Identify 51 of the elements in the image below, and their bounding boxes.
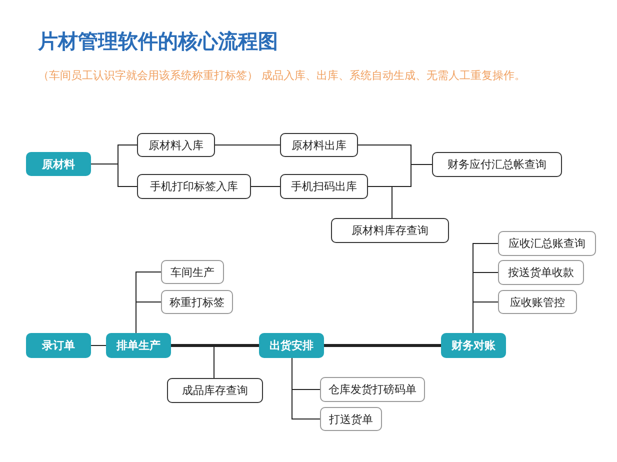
process-step-box bbox=[26, 152, 91, 176]
function-box bbox=[280, 174, 368, 199]
function-box bbox=[498, 260, 584, 285]
process-step-box bbox=[106, 333, 171, 358]
node-label: 原材料出库 bbox=[292, 138, 346, 152]
function-box bbox=[498, 290, 577, 314]
function-box bbox=[320, 377, 425, 402]
connector-line bbox=[250, 186, 280, 187]
connector-line bbox=[170, 345, 214, 378]
node-label: 成品库存查询 bbox=[182, 383, 248, 398]
node-label: 财务应付汇总帐查询 bbox=[448, 157, 546, 172]
node-label: 排单生产 bbox=[116, 338, 160, 353]
function-box bbox=[167, 378, 263, 403]
function-box bbox=[137, 133, 215, 157]
function-box bbox=[331, 218, 449, 243]
node-label: 按送货单收款 bbox=[508, 265, 574, 280]
connector-line bbox=[368, 186, 392, 218]
function-box bbox=[280, 133, 358, 157]
function-box bbox=[320, 407, 382, 431]
connector-line bbox=[214, 144, 280, 146]
function-box bbox=[161, 290, 233, 314]
node-label: 手机扫码出库 bbox=[291, 179, 357, 194]
function-box bbox=[498, 231, 596, 256]
function-box bbox=[137, 174, 251, 199]
node-label: 应收汇总账查询 bbox=[508, 236, 586, 251]
function-box bbox=[161, 260, 224, 284]
node-label: 车间生产 bbox=[170, 264, 214, 280]
node-label: 财务对账 bbox=[452, 338, 496, 353]
connector-line bbox=[90, 164, 138, 187]
process-step-box bbox=[259, 333, 324, 358]
connector-line bbox=[292, 358, 320, 420]
node-label: 原材料库存查询 bbox=[352, 223, 428, 238]
connector-line bbox=[171, 344, 259, 347]
subtitle-note: （车间员工认识字就会用该系统称重打标签） 成品入库、出库、系统自动生成、无需人工重复操作。 bbox=[38, 68, 526, 83]
connector-line bbox=[472, 302, 498, 334]
node-label: 称重打标签 bbox=[170, 294, 224, 310]
node-label: 原材料入库 bbox=[148, 138, 204, 152]
node-label: 原材料 bbox=[42, 156, 75, 172]
connector-line bbox=[90, 345, 106, 346]
node-label: 仓库发货打磅码单 bbox=[328, 382, 416, 397]
process-step-box bbox=[441, 333, 506, 358]
node-label: 录订单 bbox=[42, 338, 75, 353]
node-label: 出货安排 bbox=[270, 338, 314, 353]
diagram-title: 片材管理软件的核心流程图 bbox=[38, 28, 278, 55]
connector-line bbox=[136, 302, 162, 334]
function-box bbox=[432, 152, 562, 177]
process-step-box bbox=[26, 333, 91, 358]
connector-line bbox=[324, 344, 441, 347]
node-label: 打送货单 bbox=[329, 412, 373, 426]
node-label: 应收账管控 bbox=[510, 294, 565, 310]
node-label: 手机打印标签入库 bbox=[150, 179, 238, 194]
